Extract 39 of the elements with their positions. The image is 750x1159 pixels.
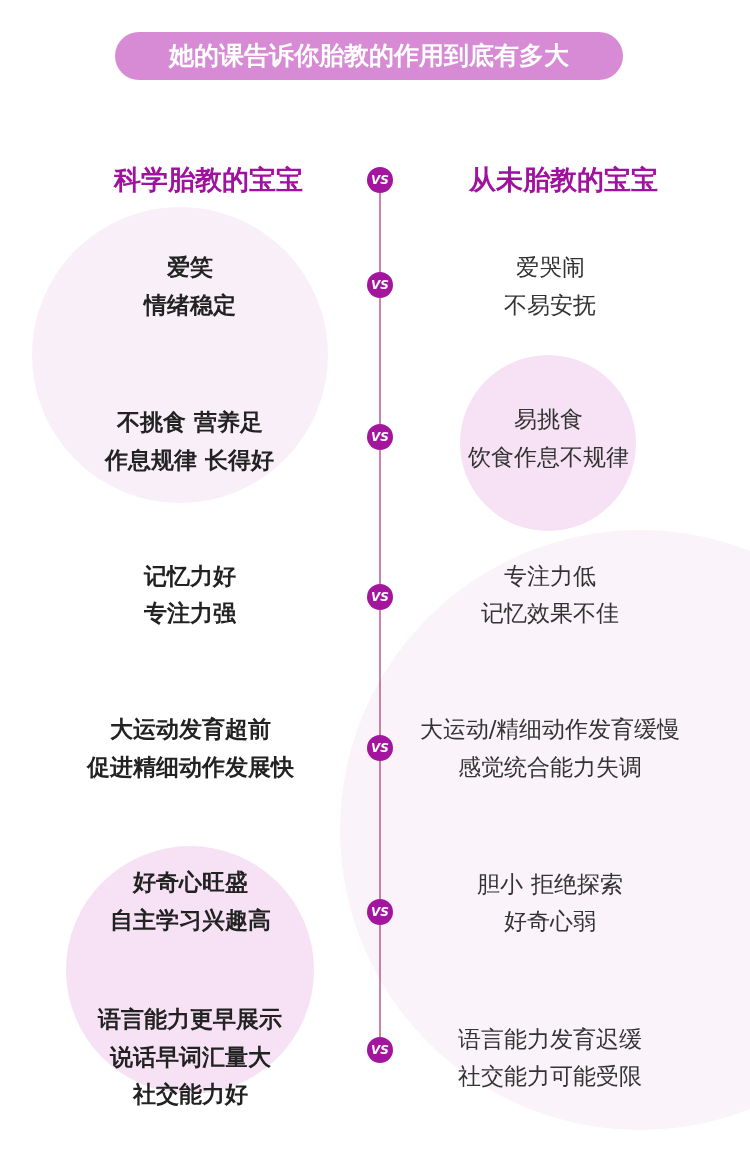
comparison-text: 促进精细动作发展快 xyxy=(86,754,294,782)
comparison-text: 记忆效果不佳 xyxy=(481,600,619,628)
connector-line xyxy=(379,760,381,900)
vs-badge: VS xyxy=(367,584,393,610)
comparison-text: 大运动发育超前 xyxy=(109,716,271,744)
connector-line xyxy=(379,192,381,273)
comparison-text: 情绪稳定 xyxy=(144,292,236,320)
comparison-text: 专注力低 xyxy=(504,563,596,591)
comparison-text: 饮食作息不规律 xyxy=(467,444,629,472)
comparison-text: 好奇心旺盛 xyxy=(132,869,248,897)
comparison-text: 专注力强 xyxy=(144,600,236,628)
connector-line xyxy=(379,609,381,736)
title-banner: 她的课告诉你胎教的作用到底有多大 xyxy=(115,32,623,80)
comparison-text: 社交能力好 xyxy=(132,1081,248,1109)
comparison-text: 爱哭闹 xyxy=(515,254,585,282)
comparison-text: 大运动/精细动作发育缓慢 xyxy=(419,716,681,744)
vs-badge: VS xyxy=(367,1037,393,1063)
comparison-text: 说话早词汇量大 xyxy=(109,1044,271,1072)
connector-line xyxy=(379,449,381,585)
comparison-text: 语言能力发育迟缓 xyxy=(458,1026,642,1054)
connector-line xyxy=(379,924,381,1038)
comparison-text: 感觉统合能力失调 xyxy=(458,754,642,782)
vs-badge: VS xyxy=(367,272,393,298)
connector-line xyxy=(379,297,381,425)
column-heading: 科学胎教的宝宝 xyxy=(113,163,303,197)
comparison-text: 不挑食 营养足 xyxy=(117,409,263,437)
vs-badge: VS xyxy=(367,424,393,450)
comparison-text: 好奇心弱 xyxy=(504,908,596,936)
comparison-text: 易挑食 xyxy=(513,406,583,434)
comparison-text: 不易安抚 xyxy=(504,292,596,320)
comparison-text: 爱笑 xyxy=(167,254,213,282)
comparison-text: 语言能力更早展示 xyxy=(98,1006,282,1034)
vs-badge: VS xyxy=(367,167,393,193)
column-heading: 从未胎教的宝宝 xyxy=(468,163,658,197)
comparison-text: 胆小 拒绝探索 xyxy=(477,871,623,899)
comparison-text: 作息规律 长得好 xyxy=(105,447,275,475)
comparison-text: 自主学习兴趣高 xyxy=(109,907,271,935)
comparison-text: 记忆力好 xyxy=(144,563,236,591)
comparison-text: 社交能力可能受限 xyxy=(458,1063,642,1091)
